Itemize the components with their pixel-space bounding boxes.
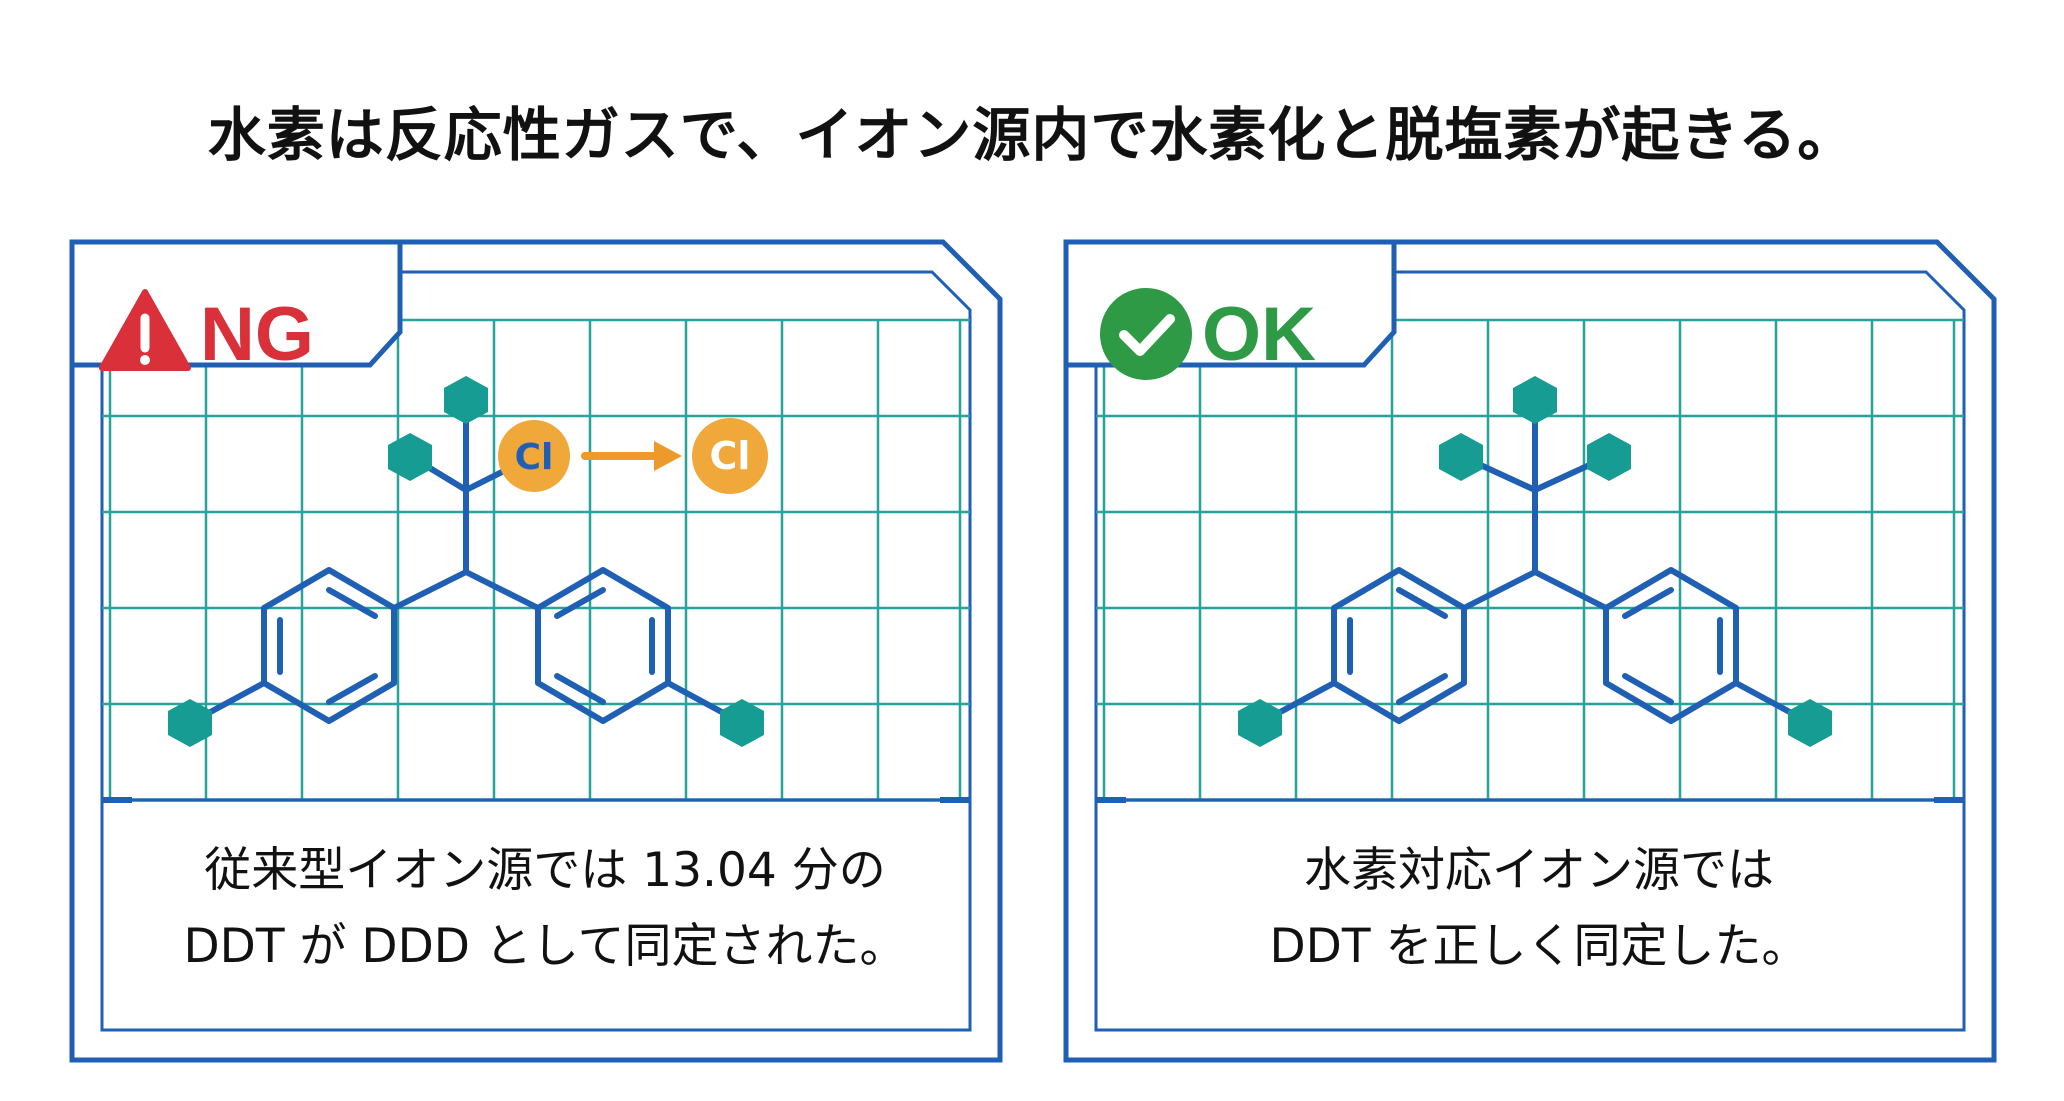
ok-caption-box [1098,803,1962,1028]
ng-badge-label: NG [200,292,314,377]
ok-hydrogen-atom-top [1513,376,1557,424]
ng-hydrogen-atom-lower-left [168,699,212,747]
ok-panel-inner-frame [1094,270,1966,1032]
ok-hydrogen-atom-lower-left [1238,699,1282,747]
ng-caption-line-1: 従来型イオン源では 13.04 分の [204,843,886,898]
ng-molecule [187,397,745,726]
ok-hydrogen-atom-upper-right [1587,433,1631,481]
ok-badge: OK [1063,239,1397,380]
ng-hydrogen-atom-upper-left [388,433,432,481]
ng-caption-line-2: DDT が DDD として同定された。 [183,919,907,974]
ok-caption-line-1: 水素対応イオン源では [1304,843,1774,898]
ng-hydrogen-atom-top [444,376,488,424]
ok-panel: OK [1063,239,1997,1063]
warning-icon [99,289,191,371]
ok-caption: 水素対応イオン源では DDT を正しく同定した。 [1064,833,2014,985]
ng-caption: 従来型イオン源では 13.04 分の DDT が DDD として同定された。 [70,833,1020,985]
ng-dechlorination-arrow [581,441,682,471]
ng-caption-box [104,803,968,1028]
ng-panel-inner-frame [100,270,972,1032]
ok-hydrogen-atom-lower-right [1788,699,1832,747]
check-circle-icon [1100,288,1192,380]
ng-grid [102,318,970,802]
ng-hydrogen-atom-lower-right [720,699,764,747]
ok-hydrogen-atom-upper-left [1439,433,1483,481]
ok-badge-label: OK [1202,292,1316,377]
ng-chlorine-atom-released-label: Cl [710,434,751,478]
ng-chlorine-atom-attached-label: Cl [515,437,554,478]
ng-panel: Cl Cl NG [69,239,1003,1063]
ok-caption-line-2: DDT を正しく同定した。 [1269,919,1809,974]
ng-chlorine-atom-released [692,418,768,494]
headline: 水素は反応性ガスで、イオン源内で水素化と脱塩素が起きる。 [207,101,1857,169]
ng-chlorine-atom-attached [498,420,570,492]
ng-badge: NG [69,239,403,377]
